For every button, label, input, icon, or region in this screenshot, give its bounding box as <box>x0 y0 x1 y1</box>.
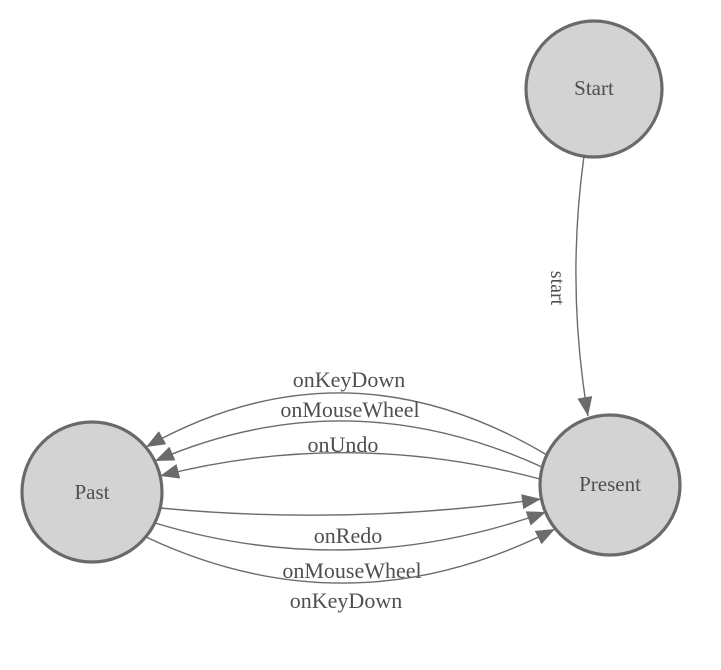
edge-present-to-past-onundo <box>159 452 541 480</box>
state-label-present: Present <box>579 472 641 496</box>
node-present: Present <box>538 413 682 557</box>
state-label-start: Start <box>574 76 614 100</box>
edge-past-to-present-onmousewheel <box>154 511 547 551</box>
edges: start onKeyDown onMouseWheel onUndo onRe… <box>145 155 593 613</box>
edge-present-to-past-onmousewheel <box>154 420 543 468</box>
state-label-past: Past <box>74 480 109 504</box>
edge-label-onmousewheel-top: onMouseWheel <box>280 397 419 422</box>
edge-start-to-present <box>575 155 593 417</box>
state-circle-start <box>524 19 664 159</box>
edge-past-to-present-onkeydown <box>145 528 556 584</box>
node-start: Start <box>524 19 664 159</box>
edge-label-start: start <box>546 271 568 306</box>
edge-label-onkeydown-top: onKeyDown <box>293 367 405 392</box>
edge-past-to-present-onredo <box>159 494 542 516</box>
edge-present-to-past-onkeydown <box>145 392 548 456</box>
edge-label-onkeydown-bottom: onKeyDown <box>290 588 402 613</box>
state-circle-past <box>20 420 164 564</box>
state-circle-present <box>538 413 682 557</box>
edge-label-onredo: onRedo <box>314 523 382 548</box>
node-past: Past <box>20 420 164 564</box>
edge-label-onundo: onUndo <box>308 432 379 457</box>
